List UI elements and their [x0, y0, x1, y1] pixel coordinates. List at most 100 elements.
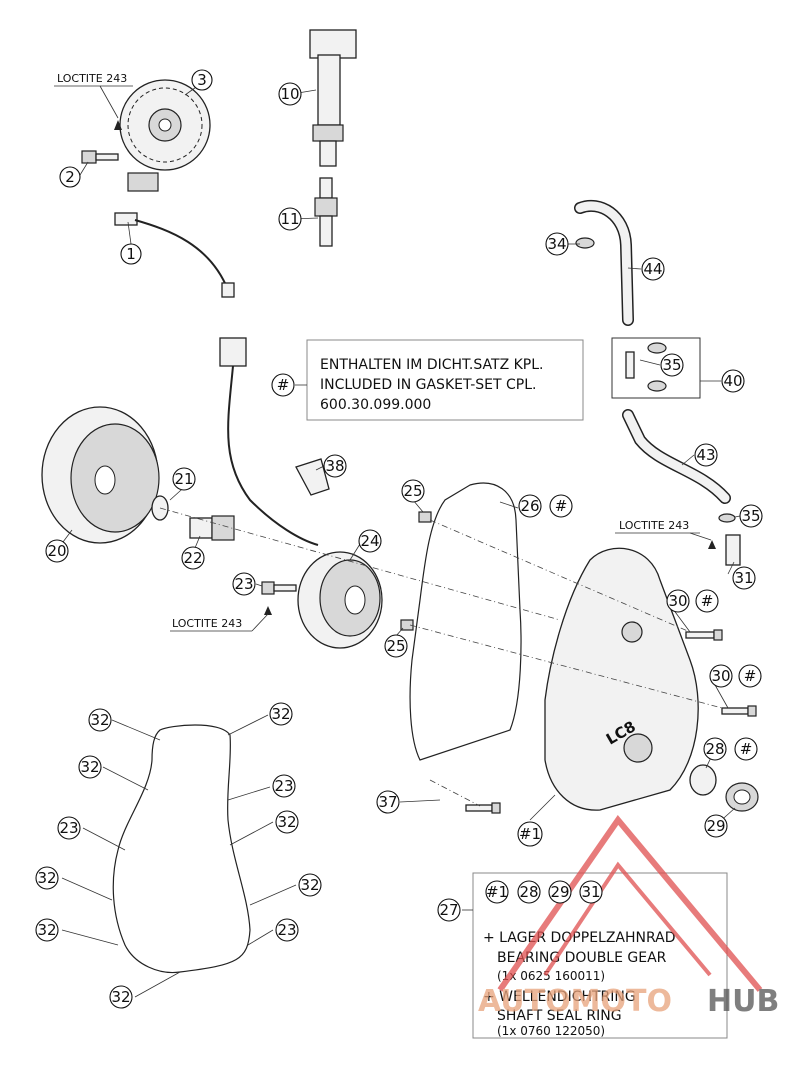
svg-text:23: 23: [234, 575, 253, 593]
svg-text:30: 30: [668, 592, 687, 610]
kit-ref-31: 31: [579, 880, 603, 904]
loctite-drop-mid: [264, 606, 272, 615]
svg-text:38: 38: [325, 457, 344, 475]
callout-30b-hash: #: [738, 664, 762, 688]
kit-note-line1: + LAGER DOPPELZAHNRAD: [483, 930, 676, 946]
kit-note-line3: (1x 0625 160011): [497, 969, 605, 983]
svg-text:10: 10: [280, 85, 299, 103]
bolt-23: [261, 581, 297, 595]
breather-hose-43: [622, 409, 731, 504]
svg-text:#: #: [277, 376, 290, 394]
svg-text:32: 32: [37, 921, 56, 939]
watermark-text-b: HUB: [707, 984, 779, 1019]
callout-23-c: 23: [275, 918, 299, 942]
svg-text:37: 37: [378, 793, 397, 811]
svg-text:29: 29: [706, 817, 725, 835]
svg-text:30: 30: [711, 667, 730, 685]
callout-28: 28: [703, 737, 727, 761]
callout-27: 27: [437, 898, 461, 922]
flywheel-20: [41, 406, 160, 544]
callout-25b: 25: [384, 634, 408, 658]
callout-22: 22: [181, 546, 205, 570]
svg-text:23: 23: [274, 777, 293, 795]
callout-35a: 35: [660, 353, 684, 377]
ignition-coil: [309, 29, 357, 167]
svg-text:29: 29: [550, 883, 569, 901]
bolt-2: [81, 150, 119, 164]
gasket-note-line3: 600.30.099.000: [320, 397, 431, 413]
kit-ref-28: 28: [517, 880, 541, 904]
svg-text:1: 1: [126, 245, 136, 263]
gasket-note-line1: ENTHALTEN IM DICHT.SATZ KPL.: [320, 357, 543, 373]
callout-leaders: [56, 84, 741, 998]
callout-hash1: #1: [517, 821, 543, 847]
svg-text:27: 27: [439, 901, 458, 919]
svg-text:#: #: [740, 740, 753, 758]
loctite-label-mid: LOCTITE 243: [172, 617, 242, 630]
svg-text:#1: #1: [486, 883, 508, 901]
callout-30a-hash: #: [695, 589, 719, 613]
callout-26: 26: [518, 494, 542, 518]
callout-25a: 25: [401, 479, 425, 503]
svg-text:2: 2: [65, 168, 75, 186]
ignition-cover: LC8: [544, 547, 699, 811]
callout-hash-note: #: [271, 373, 295, 397]
svg-text:#: #: [744, 667, 757, 685]
callout-30a: 30: [666, 589, 690, 613]
callout-32-f: 32: [298, 873, 322, 897]
clamp-35b: [718, 513, 736, 523]
breather-hose-44: [574, 199, 634, 326]
callout-32-g: 32: [35, 918, 59, 942]
o-ring-28: [689, 764, 717, 796]
svg-text:24: 24: [360, 532, 379, 550]
svg-text:32: 32: [37, 869, 56, 887]
watermark-logo: AUTOMOTO HUB: [478, 815, 779, 1019]
trigger-wheel: [119, 79, 211, 171]
nipple-35: [625, 342, 667, 392]
gasket-note-line2: INCLUDED IN GASKET-SET CPL.: [320, 377, 537, 393]
callout-35b: 35: [739, 504, 763, 528]
svg-text:22: 22: [183, 549, 202, 567]
bolt-30a: [685, 629, 723, 641]
svg-text:44: 44: [643, 260, 662, 278]
callout-28-hash: #: [734, 737, 758, 761]
callout-20: 20: [45, 539, 69, 563]
svg-text:31: 31: [581, 883, 600, 901]
pickup-sensor: [114, 172, 235, 298]
dowel-25a: [418, 511, 432, 523]
bolt-30b: [721, 705, 757, 717]
kit-note-line6: (1x 0760 122050): [497, 1024, 605, 1038]
svg-text:23: 23: [59, 819, 78, 837]
loctite-label-top: LOCTITE 243: [57, 72, 127, 85]
stator-connector: [219, 337, 319, 546]
svg-text:#: #: [555, 497, 568, 515]
callout-11: 11: [278, 207, 302, 231]
svg-text:40: 40: [723, 372, 742, 390]
kit-note-line4: + WELLENDICHTRING: [483, 989, 636, 1005]
stator-24: [297, 551, 383, 649]
callout-30b: 30: [709, 664, 733, 688]
callout-23-a: 23: [272, 774, 296, 798]
callout-32-c: 32: [78, 755, 102, 779]
svg-text:20: 20: [47, 542, 66, 560]
callout-44: 44: [641, 257, 665, 281]
watermark-text-a: AUTOMOTO: [478, 984, 672, 1019]
callout-29: 29: [704, 814, 728, 838]
svg-text:34: 34: [547, 235, 566, 253]
callout-34: 34: [545, 232, 569, 256]
callout-31: 31: [732, 566, 756, 590]
svg-text:28: 28: [519, 883, 538, 901]
callout-32-d: 32: [275, 810, 299, 834]
nut-22: [189, 515, 235, 541]
cover-gasket-32: [112, 724, 251, 974]
callout-32-h: 32: [109, 985, 133, 1009]
svg-text:28: 28: [705, 740, 724, 758]
callout-43: 43: [694, 443, 718, 467]
svg-text:32: 32: [300, 876, 319, 894]
svg-text:32: 32: [90, 711, 109, 729]
hose-clamp-34: [575, 237, 595, 249]
svg-text:#1: #1: [519, 825, 541, 843]
kit-note-line2: BEARING DOUBLE GEAR: [497, 950, 667, 966]
callout-23-bolt: 23: [232, 572, 256, 596]
